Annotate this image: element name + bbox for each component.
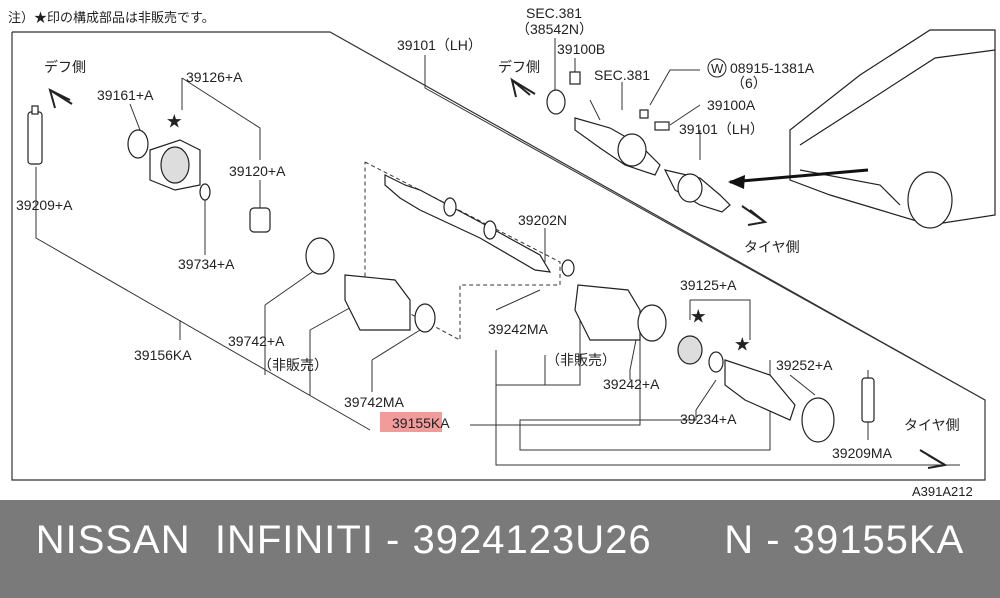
label-39234a: 39234+A <box>680 411 737 427</box>
star-mark-3: ★ <box>736 336 749 352</box>
footer-bar <box>0 500 1000 598</box>
shaft-39202n-drawing <box>384 174 552 273</box>
label-39161a: 39161+A <box>97 87 154 103</box>
seal-39161a-drawing <box>127 129 149 159</box>
label-39202n: 39202N <box>518 212 567 228</box>
label-diff-side-left: デフ側 <box>44 59 86 75</box>
highlight-39155ka <box>380 412 442 432</box>
w-circle-mark <box>707 58 727 78</box>
star-mark-1: ★ <box>168 113 181 129</box>
damper-39209ma-drawing <box>861 377 875 423</box>
label-diagram-code: A391A212 <box>912 484 973 499</box>
note-text: 注）★印の構成部品は非販売です。 <box>8 10 215 25</box>
right-leaders <box>424 55 986 466</box>
label-39242ma: 39242MA <box>488 321 549 337</box>
label-39120a: 39120+A <box>229 163 286 179</box>
right-shaft-parts: ★ ★ <box>574 284 875 443</box>
footer-part-numbers: NISSAN INFINITI - 3924123U26 N - 39155KA <box>35 518 965 562</box>
label-hibai-1: （非販売） <box>258 357 328 373</box>
label-39126a: 39126+A <box>186 69 243 85</box>
damper-39209a-drawing <box>27 111 43 165</box>
label-w-circle: W <box>711 61 724 76</box>
label-39242a: 39242+A <box>603 376 660 392</box>
top-right-leaders <box>554 38 701 160</box>
label-39742ma: 39742MA <box>344 394 405 410</box>
label-08915-1381a: 08915-1381A <box>730 60 815 76</box>
diagram-frame <box>11 31 986 481</box>
direction-arrows <box>48 77 948 469</box>
left-leaders <box>35 77 421 431</box>
label-tire-side-right: タイヤ側 <box>904 417 960 433</box>
seal-39252a-drawing <box>801 397 835 443</box>
boot-right-drawing <box>574 284 641 341</box>
labels: デフ側 39161+A 39126+A 39120+A 39209+A 3973… <box>16 5 973 499</box>
boot-left-drawing <box>344 274 411 331</box>
label-39209a: 39209+A <box>16 197 73 213</box>
left-shaft-parts: ★ <box>27 105 436 333</box>
center-shaft <box>384 174 575 277</box>
star-mark-2: ★ <box>692 308 705 324</box>
label-39742a: 39742+A <box>228 333 285 349</box>
label-39156ka: 39156KA <box>134 347 192 363</box>
joint-39120a-drawing <box>249 207 271 233</box>
label-39209ma: 39209MA <box>832 445 893 461</box>
parts-diagram: 注）★印の構成部品は非販売です。 <box>8 5 996 499</box>
label-sec381a: SEC.381 <box>526 5 582 21</box>
pointer-arrow-line <box>729 168 869 184</box>
label-39101-lh: 39101（LH） <box>397 37 482 53</box>
label-39100b: 39100B <box>557 41 605 57</box>
label-tire-side-top: タイヤ側 <box>744 239 800 255</box>
car-illustration <box>789 29 996 229</box>
label-hibai-2: （非販売） <box>546 352 616 368</box>
label-sec381a-sub: （38542N） <box>516 21 593 37</box>
label-39734a: 39734+A <box>178 256 235 272</box>
label-39252a: 39252+A <box>776 357 833 373</box>
label-diff-side-right: デフ側 <box>498 59 540 75</box>
outer-joint-drawing <box>724 359 796 421</box>
label-39155ka: 39155KA <box>392 415 450 431</box>
label-39101-lh-2: 39101（LH） <box>679 121 764 137</box>
pointer-arrow-head <box>728 175 745 189</box>
label-sec381b: SEC.381 <box>594 67 650 83</box>
label-39100a: 39100A <box>707 97 756 113</box>
label-39125a: 39125+A <box>680 277 737 293</box>
label-w-qty: （6） <box>731 75 767 91</box>
top-right-assembly <box>546 71 731 213</box>
